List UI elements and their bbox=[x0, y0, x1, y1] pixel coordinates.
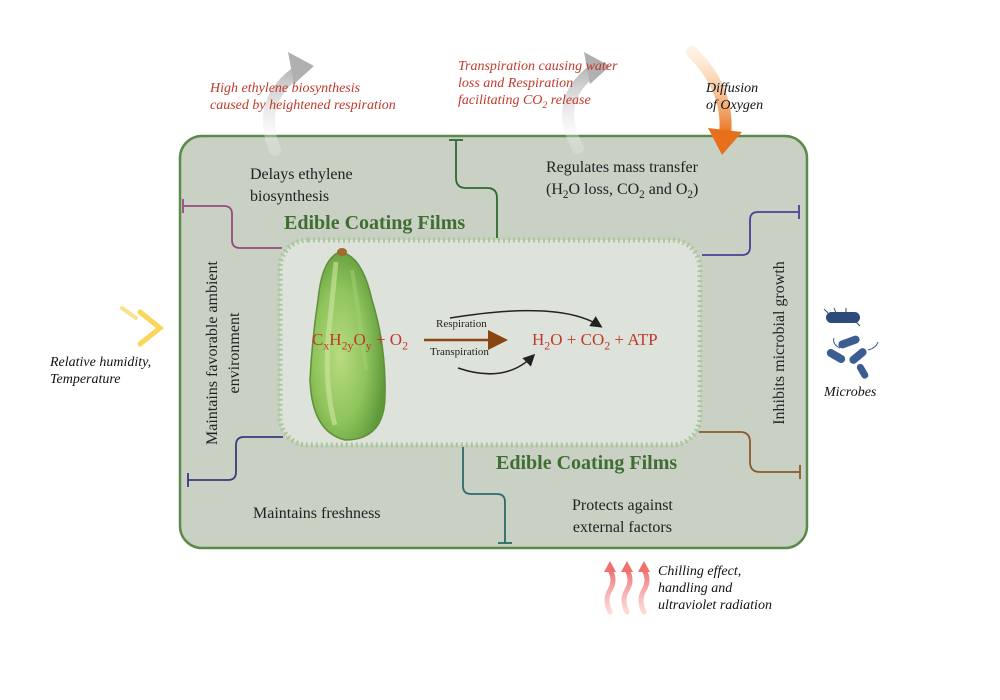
connector-top-center bbox=[449, 139, 498, 238]
curved-arrow-icon bbox=[262, 52, 314, 156]
connector-top-left bbox=[182, 199, 282, 249]
humidity-temperature-label: Relative humidity, Temperature bbox=[50, 355, 152, 387]
maintains-freshness-label: Maintains freshness bbox=[253, 505, 381, 522]
transpiration-curve-arrow bbox=[457, 353, 536, 375]
connector-bottom-center bbox=[462, 447, 512, 544]
product-formula: H2O + CO2 + ATP bbox=[532, 330, 658, 353]
connector-bottom-right bbox=[699, 431, 801, 479]
ethylene-external-label: High ethylene biosynthesis caused by hei… bbox=[210, 81, 396, 113]
respiration-curve-arrow bbox=[449, 309, 603, 328]
maintains-environment-label: Maintains favorable ambient environment bbox=[204, 261, 243, 445]
bacteria-icon bbox=[823, 307, 879, 379]
curved-arrow-icon bbox=[686, 46, 742, 155]
film-title-top: Edible Coating Films bbox=[284, 212, 466, 234]
wind-arrow-icon bbox=[101, 306, 165, 347]
oxygen-diffusion-label: Diffusion of Oxygen bbox=[706, 81, 764, 113]
film-title-bottom: Edible Coating Films bbox=[496, 452, 678, 474]
papaya-icon bbox=[309, 248, 386, 441]
reactant-formula: CxH2yOy + O2 bbox=[312, 330, 409, 353]
chilling-effect-label: Chilling effect, handling and ultraviole… bbox=[658, 564, 772, 613]
heat-wave-icon bbox=[604, 561, 650, 615]
curved-arrow-icon bbox=[562, 52, 610, 154]
transpiration-label: Transpiration bbox=[430, 346, 489, 358]
transpiration-external-label: Transpiration causing water loss and Res… bbox=[458, 59, 618, 111]
inhibits-microbial-label: Inhibits microbial growth bbox=[771, 261, 788, 425]
connector-bottom-left bbox=[187, 436, 283, 487]
regulates-mass-label: Regulates mass transfer (H2O loss, CO2 a… bbox=[546, 159, 699, 202]
connector-top-right bbox=[702, 205, 800, 256]
delays-ethylene-label: Delays ethylene biosynthesis bbox=[250, 166, 353, 205]
microbes-label: Microbes bbox=[824, 385, 877, 400]
respiration-label: Respiration bbox=[436, 318, 487, 330]
protects-label: Protects against external factors bbox=[572, 497, 673, 536]
